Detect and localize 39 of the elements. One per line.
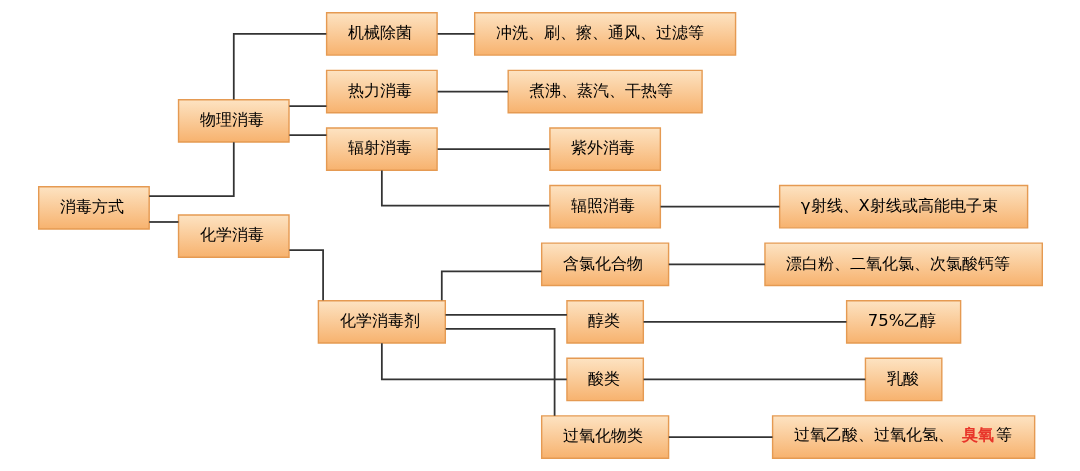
node-box: 机械除菌 <box>325 12 438 56</box>
node-box: 紫外消毒 <box>548 127 661 171</box>
node-box: 煮沸、蒸汽、干热等 <box>506 69 703 114</box>
node-box: γ射线、X射线或高能电子束 <box>778 184 1028 229</box>
node-box: 化学消毒 <box>177 214 290 258</box>
node-box: 过氧乙酸、过氧化氢、臭氧等 <box>771 415 1035 459</box>
node-box: 辐射消毒 <box>325 127 438 171</box>
connector <box>667 436 773 438</box>
connector <box>444 313 568 316</box>
connector <box>147 141 235 197</box>
node-box: 冲洗、刷、擦、通风、过滤等 <box>473 12 736 56</box>
connector <box>287 105 327 108</box>
connector <box>287 249 324 302</box>
connector <box>436 33 475 35</box>
node-box: 热力消毒 <box>325 69 438 114</box>
node-box: 含氯化合物 <box>540 242 669 287</box>
connector <box>444 328 555 417</box>
connector <box>380 169 550 207</box>
node-box: 化学消毒剂 <box>317 300 446 344</box>
node-box: 醇类 <box>565 300 644 344</box>
connector <box>642 321 847 323</box>
node-box: 消毒方式 <box>37 186 150 230</box>
connector <box>436 90 509 93</box>
connector <box>440 270 542 302</box>
node-box: 酸类 <box>565 357 644 402</box>
connector <box>642 378 866 381</box>
node-box: 过氧化物类 <box>540 415 669 459</box>
node-box: 75%乙醇 <box>845 300 961 344</box>
connector <box>659 205 780 208</box>
node-box: 物理消毒 <box>177 99 290 143</box>
connector <box>380 342 568 381</box>
node-box: 辐照消毒 <box>548 184 661 229</box>
node-box: 漂白粉、二氧化氯、次氯酸钙等 <box>763 242 1043 287</box>
connector <box>287 134 327 136</box>
connector <box>436 148 551 150</box>
node-box: 乳酸 <box>864 357 943 402</box>
connector <box>147 221 179 223</box>
connector <box>232 33 327 101</box>
connector <box>667 263 766 266</box>
